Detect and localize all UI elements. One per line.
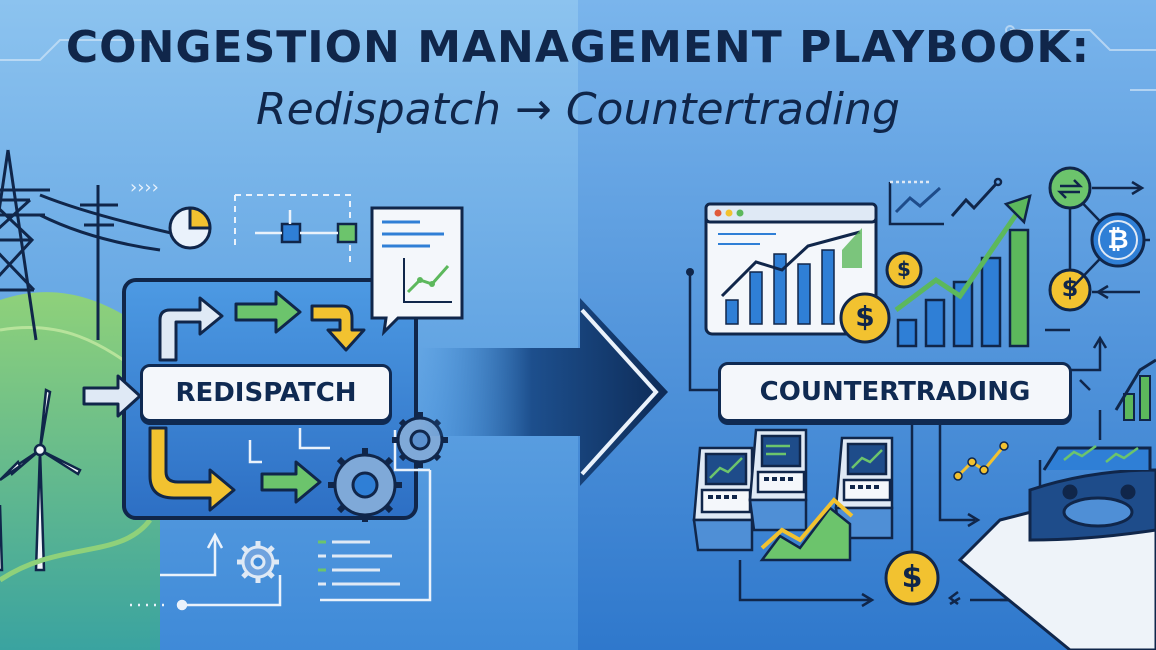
power-pole-icon <box>39 185 181 340</box>
area-chart-icon <box>759 497 854 562</box>
wind-turbine-icon <box>0 388 82 572</box>
big-arrow-icon <box>420 298 668 486</box>
control-room-icon <box>957 444 1156 650</box>
trading-terminal-icon <box>692 428 894 552</box>
dollar-coin-symbol: $ <box>1061 274 1079 302</box>
growth-chart-icon <box>894 194 1032 348</box>
small-gear-icon <box>241 545 275 579</box>
flow-nodes-icon <box>255 210 358 244</box>
pie-chart-icon <box>168 206 212 250</box>
page-subtitle: Redispatch → Countertrading <box>256 84 900 135</box>
circuit-lines-top <box>0 25 1156 91</box>
countertrading-label: COUNTERTRADING <box>718 362 1072 422</box>
dollar-coin-symbol: $ <box>901 560 923 595</box>
redispatch-label: REDISPATCH <box>140 364 392 422</box>
transmission-tower-icon <box>0 149 50 341</box>
zigzag-chart-icon <box>956 445 1006 478</box>
code-lines-icon <box>318 540 400 586</box>
bitcoin-symbol: ₿ <box>1107 225 1129 255</box>
page-title: CONGESTION MANAGEMENT PLAYBOOK: <box>65 22 1091 73</box>
report-card-icon <box>370 206 464 337</box>
dollar-coin-symbol: $ <box>897 257 911 281</box>
chevrons-icon: ›››› <box>130 177 159 198</box>
line-chart-icon <box>888 177 1003 226</box>
side-bar-chart-icon <box>1114 358 1156 421</box>
flow-arrows-icon <box>82 290 366 512</box>
dollar-coin-symbol: $ <box>855 300 875 333</box>
dashboard-window-icon <box>704 202 878 336</box>
exchange-coin-icon <box>1048 166 1092 210</box>
